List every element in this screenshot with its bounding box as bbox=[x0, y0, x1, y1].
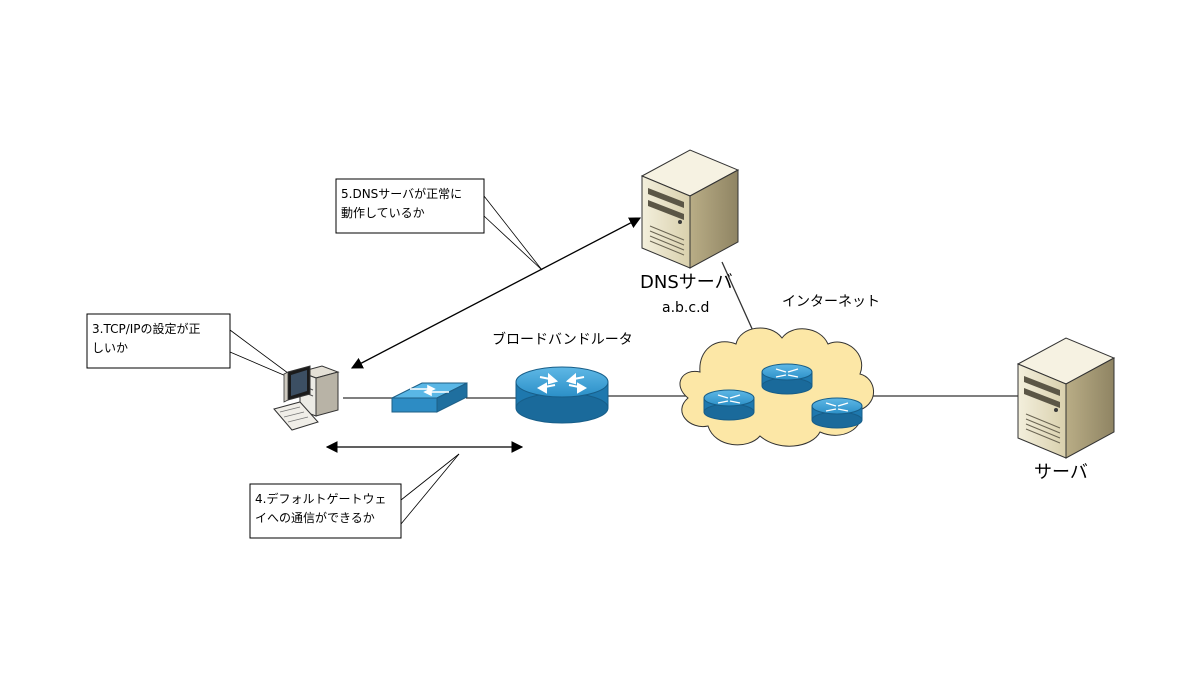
callout-tcpip-check-text: 3.TCP/IPの設定が正 しいか bbox=[92, 320, 201, 358]
cloud-router-1-icon bbox=[761, 363, 813, 395]
callout-dns-check-text: 5.DNSサーバが正常に 動作しているか bbox=[341, 185, 462, 223]
server-icon bbox=[1016, 337, 1116, 459]
callout-tcpip-check-line2: しいか bbox=[92, 341, 129, 355]
internet-label: インターネット bbox=[782, 294, 880, 310]
callout-dns-check bbox=[335, 178, 543, 271]
router-label: ブロードバンドルータ bbox=[492, 332, 633, 348]
callout-gateway-check-line1: 4.デフォルトゲートウェ bbox=[255, 492, 387, 506]
callout-gateway-check bbox=[249, 453, 460, 539]
arrow-pc-dns bbox=[350, 217, 642, 369]
server-label: サーバ bbox=[1034, 462, 1088, 483]
switch-icon bbox=[391, 382, 468, 413]
dns-server-address: a.b.c.d bbox=[662, 300, 710, 316]
cloud-router-2-icon bbox=[703, 389, 755, 421]
dns-server-icon bbox=[640, 149, 740, 269]
callout-tcpip-check bbox=[86, 313, 301, 383]
dns-server-label: DNSサーバ bbox=[640, 272, 733, 293]
router-icon bbox=[515, 366, 609, 424]
callout-dns-check-line1: 5.DNSサーバが正常に bbox=[341, 187, 463, 201]
callout-gateway-check-line2: イへの通信ができるか bbox=[255, 511, 375, 525]
callout-gateway-check-text: 4.デフォルトゲートウェ イへの通信ができるか bbox=[255, 490, 386, 528]
client-pc-icon bbox=[273, 365, 340, 431]
callout-dns-check-line2: 動作しているか bbox=[341, 206, 425, 220]
callout-tcpip-check-line1: 3.TCP/IPの設定が正 bbox=[92, 322, 201, 336]
cloud-router-3-icon bbox=[811, 397, 863, 429]
